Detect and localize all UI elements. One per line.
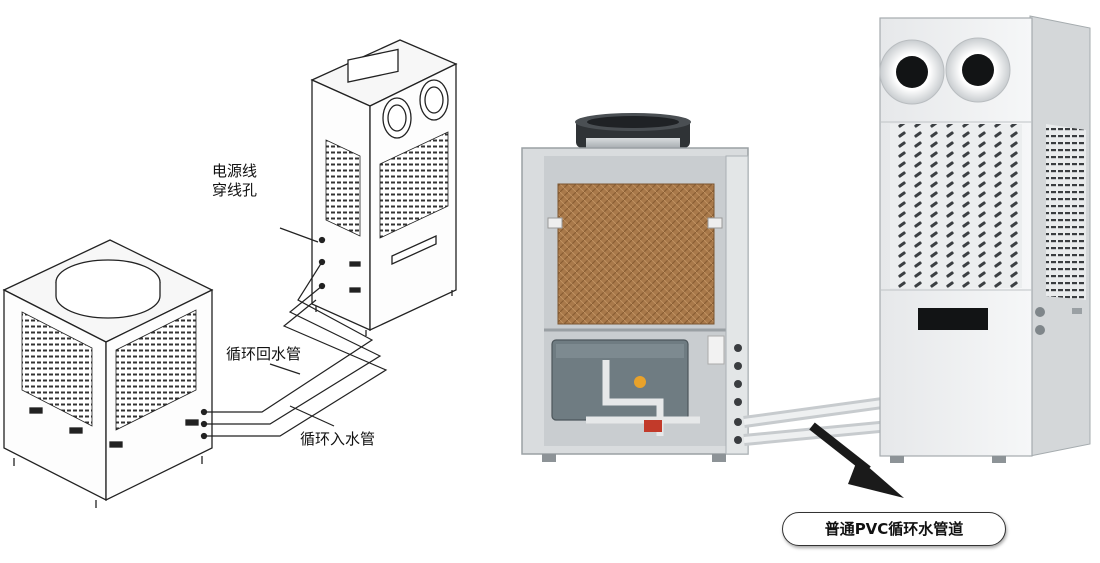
outdoor-unit-drawing — [2, 239, 214, 508]
power-cable-line2: 穿线孔 — [212, 181, 258, 199]
power-cable-hole-label: 电源线 穿线孔 — [212, 162, 282, 200]
pvc-pipe-label: 普通PVC循环水管道 — [782, 512, 1006, 546]
return-pipe-label: 循环回水管 — [226, 345, 302, 363]
indoor-unit-drawing — [310, 39, 458, 336]
power-cable-line1: 电源线 — [212, 162, 258, 180]
pvc-arrow — [809, 422, 904, 498]
inlet-pipe-label: 循环入水管 — [300, 430, 376, 448]
tall-indoor-unit — [879, 15, 1091, 463]
open-outdoor-unit — [521, 113, 749, 462]
pipe-lines-drawing — [204, 227, 388, 437]
